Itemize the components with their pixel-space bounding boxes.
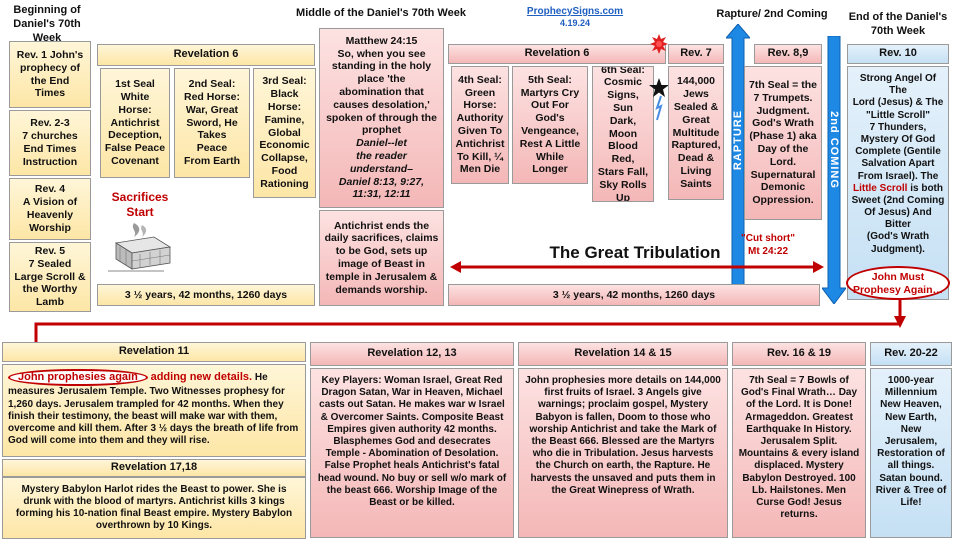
sacrifices-start-label: Sacrifices Start [111,190,169,219]
altar-icon [108,223,172,272]
rev2-3-box: Rev. 2-3 7 churches End Times Instructio… [9,110,91,176]
rev5-box: Rev. 5 7 Sealed Large Scroll & the Worth… [9,242,91,312]
beginning-label: Beginning of Daniel's 70th Week [13,4,81,44]
rapture-coming-label: Rapture/ 2nd Coming [716,8,828,20]
rev7-box: 144,000 Jews Sealed & Great Multitude Ra… [668,66,724,200]
rev20-22-box: 1000-year Millennium New Heaven, New Ear… [870,368,952,538]
seal-1-box: 1st Seal White Horse: Antichrist Decepti… [100,68,170,178]
rev20-22-header: Rev. 20-22 [870,342,952,366]
rev17-18-box: Mystery Babylon Harlot rides the Beast t… [2,477,306,539]
rev11-body: He measures Jerusalem Temple. Two Witnes… [8,372,299,447]
cosmic-signs-icon [649,34,669,121]
site-link[interactable]: ProphecySigns.com [526,6,624,17]
rev11-box: John prophesies again adding new details… [2,364,306,457]
rev17-18-header: Revelation 17,18 [2,459,306,477]
cut-short-label: "Cut short" Mt 24:22 [741,233,795,257]
second-coming-label: 2nd COMING [828,111,840,189]
rev10-box: Strong Angel Of The Lord (Jesus) & The "… [847,66,949,300]
rev10-header: Rev. 10 [847,44,949,64]
rev12-13-header: Revelation 12, 13 [310,342,514,366]
period-left: 3 ½ years, 42 months, 1260 days [97,284,315,306]
end-label: End of the Daniel's 70th Week [848,11,948,37]
rev6-header-right: Revelation 6 [448,44,666,64]
seal-5-box: 5th Seal: Martyrs Cry Out For God's Veng… [512,66,588,184]
rev7-header: Rev. 7 [668,44,724,64]
adding-details-text: adding new details. [150,371,253,383]
rev6-header-left: Revelation 6 [97,44,315,66]
rev16-19-box: 7th Seal = 7 Bowls of God's Final Wrath…… [732,368,866,538]
seal-2-box: 2nd Seal: Red Horse: War, Great Sword, H… [174,68,250,178]
great-tribulation-title: The Great Tribulation [549,243,721,262]
seal-6-box: 6th Seal: Cosmic Signs, Sun Dark, Moon B… [592,66,654,202]
rev8-9-box: 7th Seal = the 7 Trumpets. Judgment. God… [744,66,822,220]
john-prophesies-again-oval: John prophesies again [8,369,148,387]
rev12-13-box: Key Players: Woman Israel, Great Red Dra… [310,368,514,538]
antichrist-box: Antichrist ends the daily sacrifices, cl… [319,210,444,306]
matthew-box: Matthew 24:15 So, when you see standing … [319,28,444,208]
rev1-box: Rev. 1 John's prophecy of the End Times [9,41,91,108]
period-right: 3 ½ years, 42 months, 1260 days [448,284,820,306]
john-must-prophesy-oval: John Must Prophesy Again… [846,266,950,300]
little-scroll-text: Little Scroll [852,182,908,194]
middle-label: Middle of the Daniel's 70th Week [296,7,466,19]
matthew-ref: Matthew 24:15 [345,34,418,47]
rev4-box: Rev. 4 A Vision of Heavenly Worship [9,178,91,240]
second-coming-arrow [822,36,846,304]
matthew-text: So, when you see standing in the holy pl… [326,47,437,137]
seal-3-box: 3rd Seal: Black Horse: Famine, Global Ec… [253,68,316,198]
rev8-9-header: Rev. 8,9 [754,44,822,64]
date-label: 4.19.24 [559,18,591,28]
rev16-19-header: Rev. 16 & 19 [732,342,866,366]
rev14-15-box: John prophesies more details on 144,000 … [518,368,728,538]
seal-4-box: 4th Seal: Green Horse: Authority Given T… [451,66,509,184]
rev11-header: Revelation 11 [2,342,306,362]
matthew-daniel: Daniel--let the reader understand– Danie… [338,137,425,201]
rev10-text: Strong Angel Of The Lord (Jesus) & The "… [851,73,945,255]
tribulation-arrow [450,261,824,273]
rev14-15-header: Revelation 14 & 15 [518,342,728,366]
